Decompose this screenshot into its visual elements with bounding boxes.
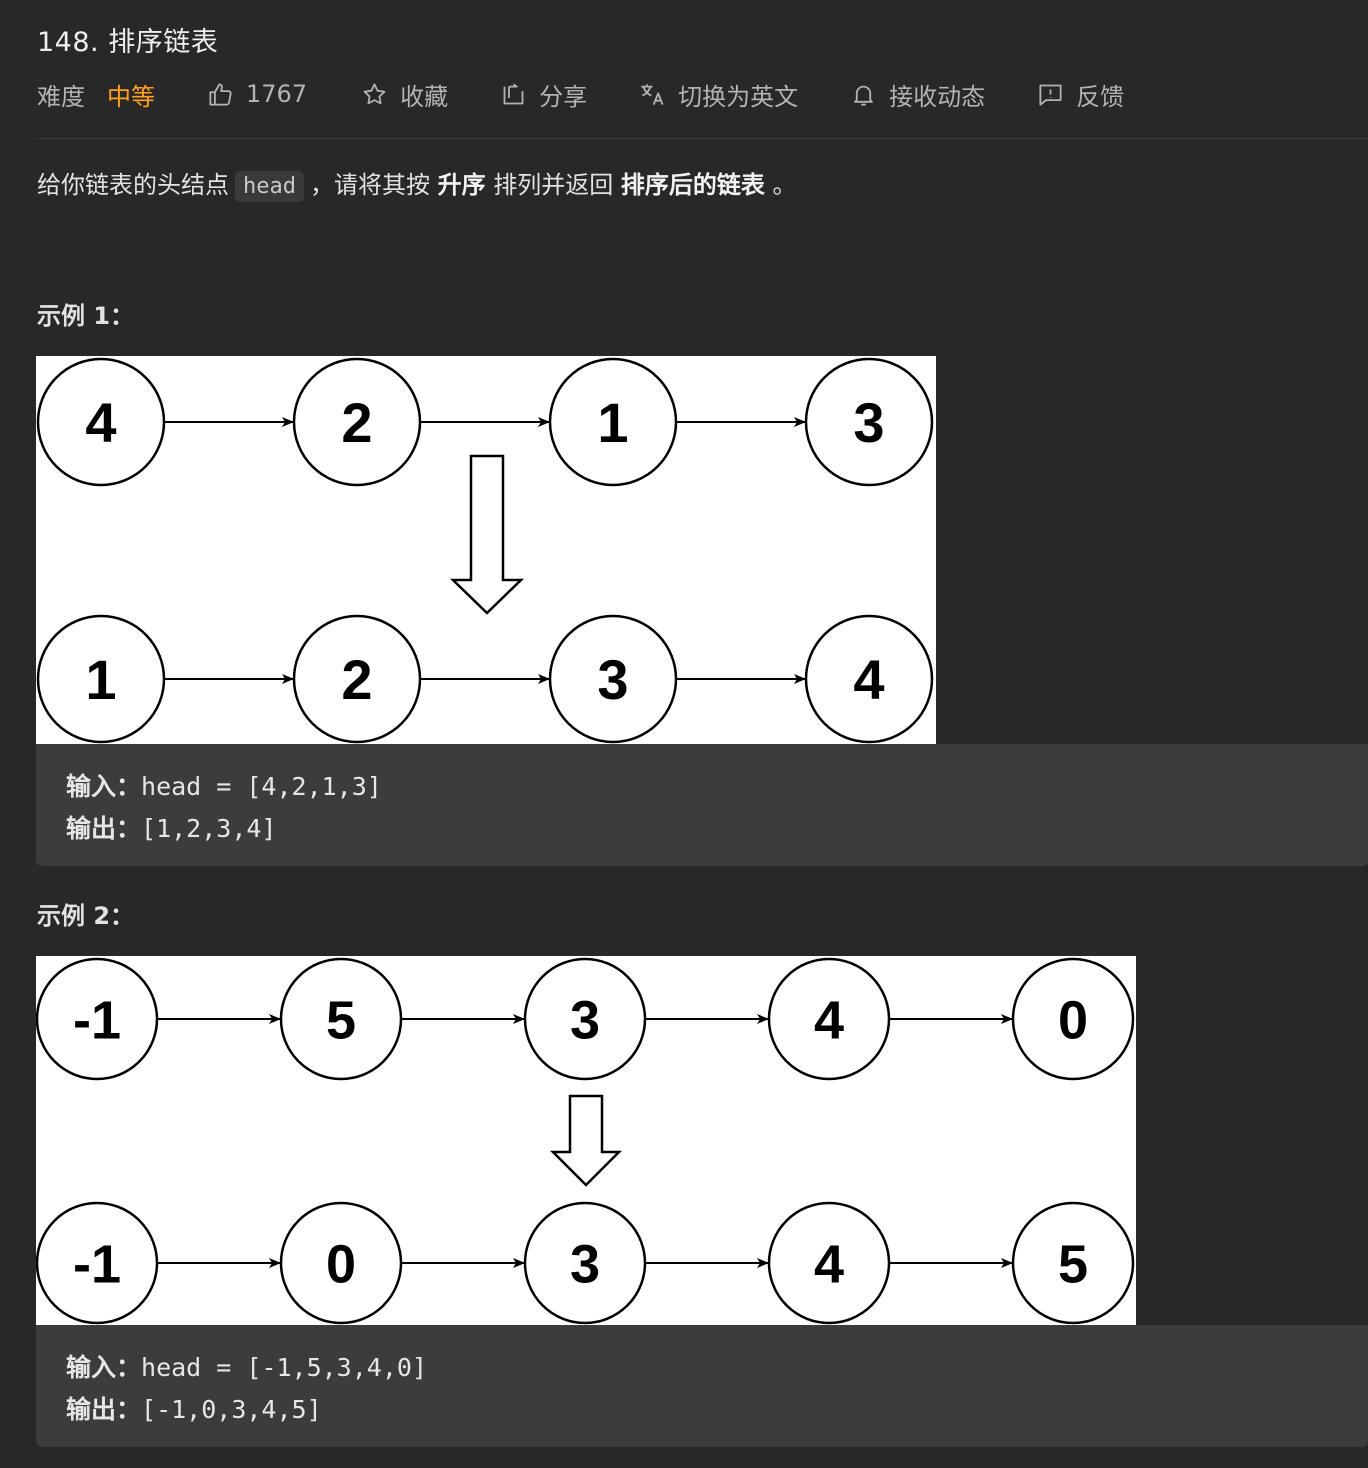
example-2-input-line: 输入：head = [-1,5,3,4,0] (66, 1347, 1338, 1389)
list-node-value: 4 (814, 1234, 844, 1294)
difficulty-label: 难度 (37, 82, 85, 111)
translate-button[interactable]: 切换为英文 (639, 77, 798, 112)
input-value: head = [-1,5,3,4,0] (141, 1353, 427, 1382)
sort-down-arrow (449, 454, 525, 615)
example-2-io: 输入：head = [-1,5,3,4,0] 输出：[-1,0,3,4,5] (36, 1325, 1368, 1447)
input-label: 输入： (66, 1353, 142, 1382)
difficulty-badge: 中等 (107, 82, 155, 111)
share-icon (503, 83, 524, 104)
list-node-circle (1011, 957, 1135, 1081)
desc-text: 。 (772, 171, 797, 199)
list-node-value: 4 (853, 648, 884, 711)
list-node-value: 0 (326, 1234, 356, 1294)
list-node-value: -1 (73, 1234, 121, 1294)
list-node-value: 3 (570, 990, 600, 1050)
output-label: 输出： (66, 1395, 142, 1424)
input-label: 输入： (66, 772, 142, 801)
list-node-circle (1011, 1201, 1135, 1325)
star-icon (363, 82, 386, 104)
list-node-value: 0 (1058, 990, 1088, 1050)
thumbs-up-icon (209, 82, 232, 106)
share-button[interactable]: 分享 (500, 77, 587, 112)
desc-text: ，请将其按 (309, 171, 430, 199)
list-node-value: 2 (341, 391, 372, 454)
like-count: 1767 (246, 80, 308, 108)
feedback-label: 反馈 (1076, 82, 1125, 111)
list-node-value: 5 (1058, 1234, 1088, 1294)
list-node-value: 5 (326, 990, 356, 1050)
list-node-value: -1 (73, 990, 121, 1050)
problem-toolbar: 难度 中等 1767 收藏 分享 切换为英文 接收动态 反馈 (37, 74, 1124, 114)
example-1-input-line: 输入：head = [4,2,1,3] (66, 766, 1338, 808)
favorite-button[interactable]: 收藏 (361, 77, 448, 112)
linked-list-diagram-1: 4 2 1 3 1 2 3 4 (36, 357, 934, 744)
translate-label: 切换为英文 (678, 82, 799, 111)
subscribe-button[interactable]: 接收动态 (850, 77, 985, 112)
example-2-title: 示例 2： (37, 902, 135, 930)
example-1-title: 示例 1： (37, 302, 135, 330)
list-node-value: 4 (85, 391, 116, 454)
desc-text: 排列并返回 (493, 171, 614, 199)
output-label: 输出： (66, 814, 142, 843)
header-divider (37, 138, 1368, 139)
linked-list-diagram-2: -1 5 3 4 0 -1 0 3 4 5 (36, 957, 1135, 1325)
desc-text: 给你链表的头结点 (37, 171, 229, 199)
input-value: head = [4,2,1,3] (141, 772, 382, 801)
sort-down-arrow (549, 1094, 623, 1187)
list-node-circle (804, 614, 934, 744)
list-node-value: 1 (597, 391, 628, 454)
desc-bold: 升序 (437, 171, 486, 199)
feedback-icon (1039, 84, 1062, 106)
favorite-label: 收藏 (400, 82, 449, 111)
problem-title: 148. 排序链表 (37, 27, 219, 58)
translate-icon (641, 83, 664, 105)
subscribe-label: 接收动态 (889, 82, 986, 111)
example-1-io: 输入：head = [4,2,1,3] 输出：[1,2,3,4] (36, 744, 1368, 866)
example-2-output-line: 输出：[-1,0,3,4,5] (66, 1389, 1338, 1431)
list-node-value: 4 (814, 990, 844, 1050)
example-1-diagram: 4 2 1 3 1 2 3 4 (36, 356, 936, 744)
example-2-diagram: -1 5 3 4 0 -1 0 3 4 5 (36, 956, 1136, 1325)
example-1-output-line: 输出：[1,2,3,4] (66, 808, 1338, 850)
list-node-value: 2 (341, 648, 372, 711)
like-button[interactable]: 1767 (207, 80, 307, 108)
list-node-value: 3 (853, 391, 884, 454)
feedback-button[interactable]: 反馈 (1037, 77, 1124, 112)
output-value: [1,2,3,4] (141, 814, 277, 843)
output-value: [-1,0,3,4,5] (141, 1395, 322, 1424)
inline-code-head: head (235, 171, 304, 202)
share-label: 分享 (539, 82, 588, 111)
list-node-circle (804, 357, 934, 487)
list-node-value: 3 (597, 648, 628, 711)
bell-icon (854, 85, 873, 106)
list-node-value: 3 (570, 1234, 600, 1294)
desc-bold: 排序后的链表 (620, 171, 765, 199)
list-node-value: 1 (85, 648, 116, 711)
